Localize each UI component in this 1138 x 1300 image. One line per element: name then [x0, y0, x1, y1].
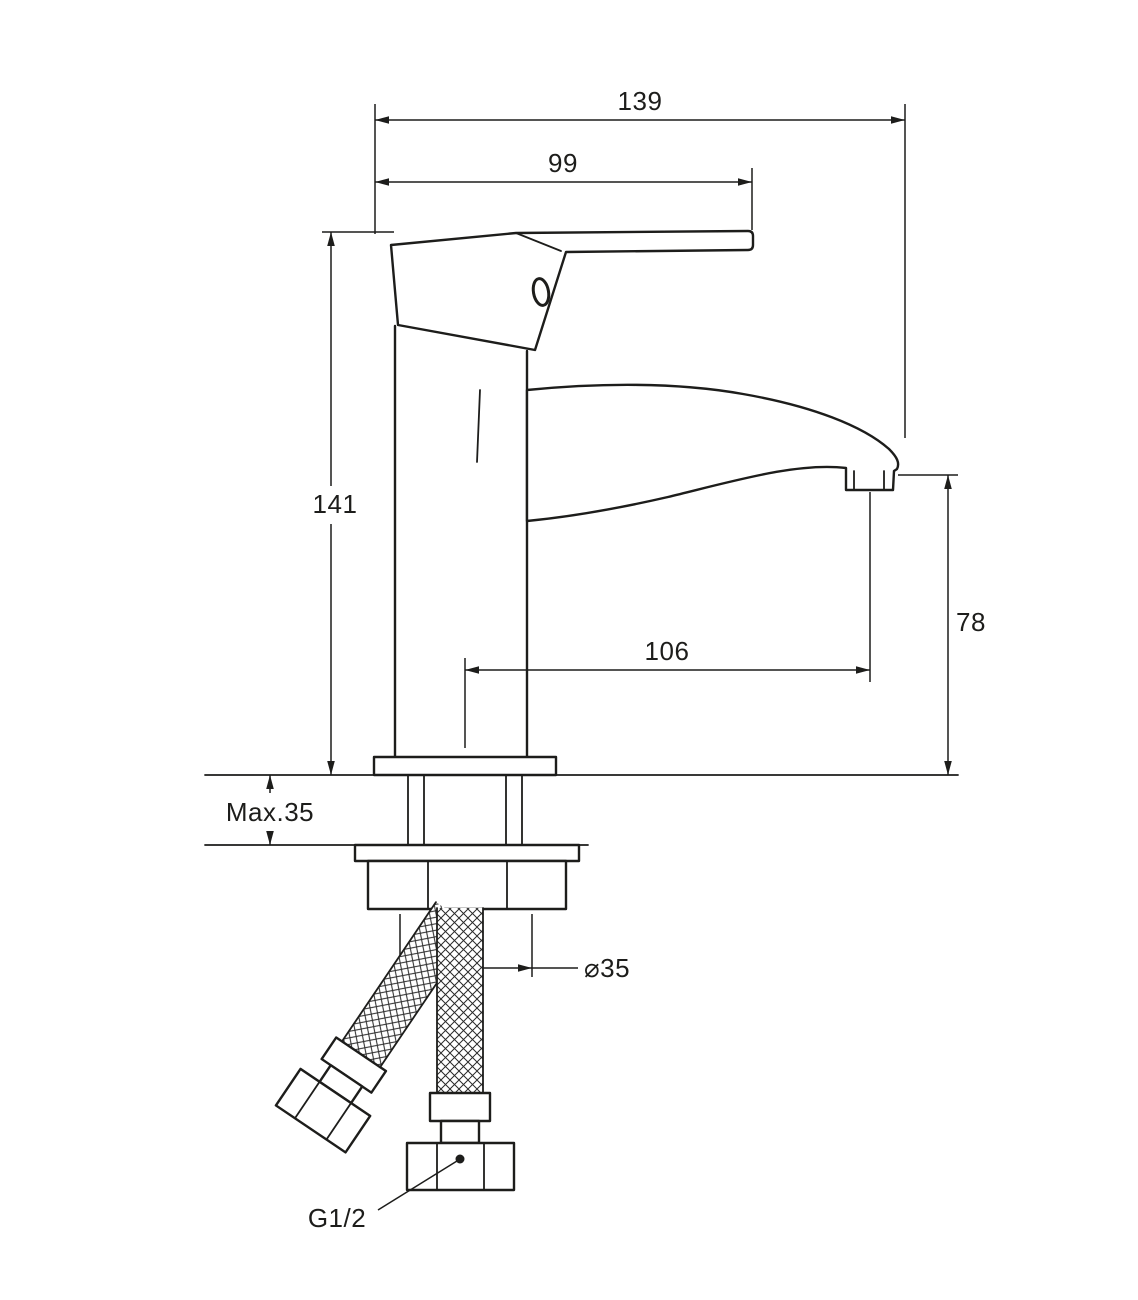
dim-handle-length: 99: [375, 148, 753, 230]
faucet-body: [393, 324, 529, 759]
supply-hose-vertical: [405, 907, 516, 1192]
hose-neck: [439, 1119, 481, 1145]
dim-spout-height-label: 78: [956, 607, 986, 637]
handle-screw-cover: [531, 277, 551, 307]
callout-thread-label: G1/2: [308, 1203, 366, 1233]
locknut-facets: [427, 860, 508, 910]
faucet-elevation: [372, 229, 900, 777]
dim-overall-length: 139: [374, 86, 906, 438]
aerator-icon: [853, 470, 885, 490]
handle-lever: [389, 229, 755, 352]
dim-spout-height: 78: [898, 474, 986, 775]
callout-thread: G1/2: [308, 1154, 465, 1233]
mounting-shank: [407, 774, 523, 846]
mounting-washer: [353, 843, 581, 863]
dim-spout-reach: 106: [464, 492, 871, 748]
handle-joint-line: [515, 232, 562, 252]
leader-dot: [455, 1154, 465, 1164]
dim-max-thickness-label: Max.35: [226, 797, 314, 827]
spout-root-joint: [476, 389, 481, 463]
dim-height-label: 141: [313, 489, 358, 519]
spout: [525, 383, 900, 523]
dim-spout-reach-label: 106: [645, 636, 690, 666]
dim-hole-diameter-label: ⌀35: [584, 953, 630, 983]
mounting-locknut: [366, 859, 568, 911]
countertop: [204, 774, 959, 846]
dim-max-thickness: Max.35: [226, 775, 314, 845]
dim-handle-length-label: 99: [548, 148, 578, 178]
hose-ferrule: [428, 1091, 492, 1123]
dim-overall-length-label: 139: [618, 86, 663, 116]
hose-nut: [405, 1141, 516, 1192]
hose-nut: [274, 1067, 372, 1154]
mounting-assembly: [353, 774, 581, 911]
dim-height: 141: [313, 231, 394, 775]
base-flange: [372, 755, 558, 777]
